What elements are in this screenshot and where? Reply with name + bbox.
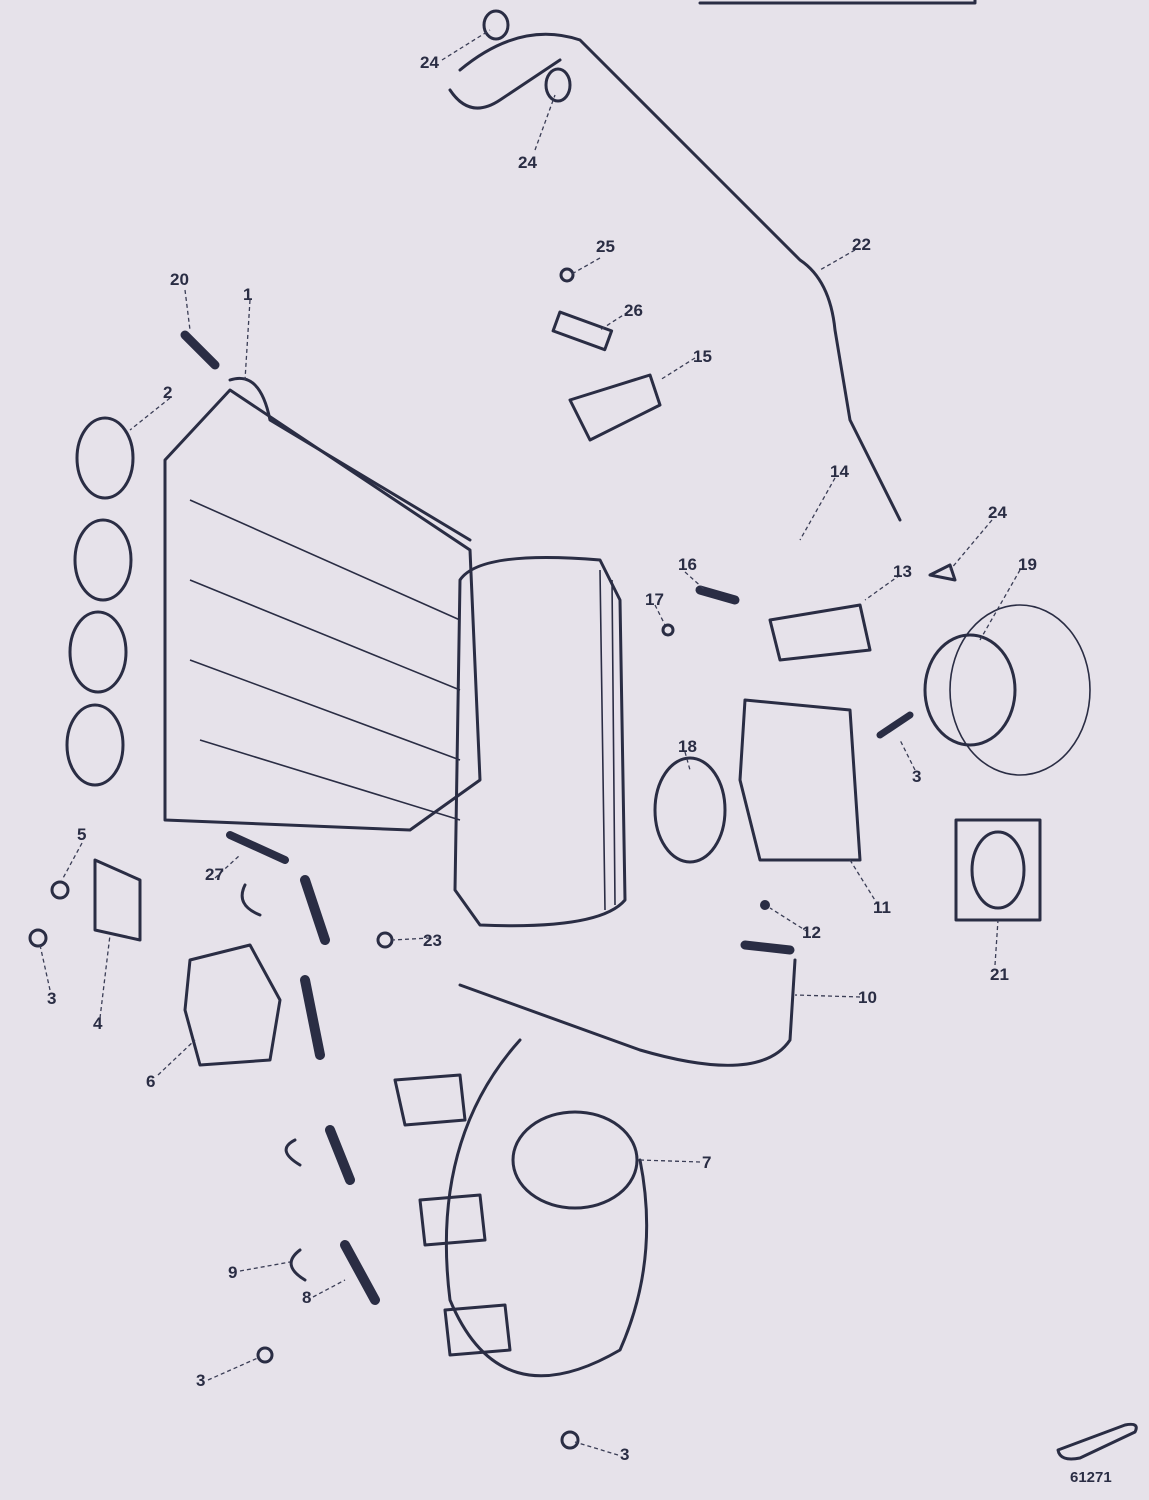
callout-17: 17 <box>645 590 664 609</box>
callout-4: 4 <box>93 1014 103 1033</box>
clamp-c <box>443 1303 512 1357</box>
bracket-26 <box>551 310 614 352</box>
callout-3: 3 <box>196 1371 205 1390</box>
module-6 <box>183 943 282 1067</box>
callout-5: 5 <box>77 825 86 844</box>
callout-9: 9 <box>228 1263 237 1282</box>
callout-12: 12 <box>802 923 821 942</box>
callout-26: 26 <box>624 301 643 320</box>
clip-c-b <box>284 1138 302 1167</box>
seal-21 <box>970 830 1026 910</box>
callout-24: 24 <box>518 153 537 172</box>
clamp-24 <box>544 67 572 103</box>
manifold-1 <box>163 388 482 832</box>
callout-6: 6 <box>146 1072 155 1091</box>
callout-24: 24 <box>420 53 439 72</box>
callout-22: 22 <box>852 235 871 254</box>
clip-9 <box>289 1248 307 1282</box>
callout-14: 14 <box>830 462 849 481</box>
callout-25: 25 <box>596 237 615 256</box>
leader-lines <box>39 29 1021 1456</box>
callout-2: 2 <box>163 383 172 402</box>
bracket-4 <box>93 858 142 942</box>
gasket-2c <box>68 610 128 694</box>
sensor-7 <box>511 1110 639 1210</box>
manifold-runners <box>189 499 461 821</box>
clamp-24-top <box>482 9 510 41</box>
hose-loop <box>448 58 562 110</box>
nut-3b <box>256 1346 274 1364</box>
stud-27 <box>226 831 289 864</box>
gasket-2a <box>75 416 135 500</box>
figure-number: 61271 <box>1070 1469 1112 1486</box>
callout-13: 13 <box>893 562 912 581</box>
callout-3: 3 <box>47 989 56 1008</box>
nut-5 <box>50 880 70 900</box>
connector-a <box>300 875 330 945</box>
callout-7: 7 <box>702 1153 711 1172</box>
hose-22 <box>458 32 902 522</box>
sensor-16 <box>695 585 740 605</box>
callout-3: 3 <box>620 1445 629 1464</box>
callout-1: 1 <box>243 285 252 304</box>
callout-8: 8 <box>302 1288 311 1307</box>
clip-c-a <box>240 883 262 917</box>
gasket-18 <box>653 756 727 864</box>
bolt-3 <box>876 711 914 739</box>
gasket-2d <box>65 703 125 787</box>
callout-3: 3 <box>912 767 921 786</box>
screw-23 <box>376 931 394 949</box>
bracket-13 <box>768 603 872 662</box>
screw-12 <box>760 900 770 910</box>
callout-23: 23 <box>423 931 442 950</box>
frame-edge <box>698 0 977 5</box>
callout-16: 16 <box>678 555 697 574</box>
harness-7 <box>444 1038 649 1378</box>
nut-3c <box>560 1430 580 1450</box>
callout-18: 18 <box>678 737 697 756</box>
hose-fitting <box>740 940 795 955</box>
clip-24 <box>928 563 957 582</box>
callout-20: 20 <box>170 270 189 289</box>
sensor-15 <box>568 373 662 442</box>
callout-24: 24 <box>988 503 1007 522</box>
callout-15: 15 <box>693 347 712 366</box>
hose-10 <box>458 958 797 1067</box>
part-21-box <box>954 818 1042 922</box>
callout-10: 10 <box>858 988 877 1007</box>
callout-21: 21 <box>990 965 1009 984</box>
screw-25 <box>559 267 575 283</box>
boat-icon <box>1056 1422 1138 1461</box>
clamp-a <box>393 1073 467 1127</box>
clamp-b <box>418 1193 487 1247</box>
callout-11: 11 <box>873 898 891 917</box>
callout-19: 19 <box>1018 555 1037 574</box>
throttle-body-11 <box>738 698 862 862</box>
callout-27: 27 <box>205 865 224 884</box>
sensor-8 <box>340 1240 380 1305</box>
valve-19-outline <box>949 604 1091 776</box>
connector-c <box>325 1125 355 1185</box>
nut-3 <box>28 928 48 948</box>
gasket-2b <box>73 518 133 602</box>
housing-fins <box>599 569 616 911</box>
stud-20 <box>180 330 220 370</box>
connector-b <box>300 975 325 1060</box>
manifold-pipe <box>228 377 472 542</box>
intercooler-housing <box>453 556 627 928</box>
valve-19 <box>923 633 1017 747</box>
washer-17 <box>661 623 675 637</box>
